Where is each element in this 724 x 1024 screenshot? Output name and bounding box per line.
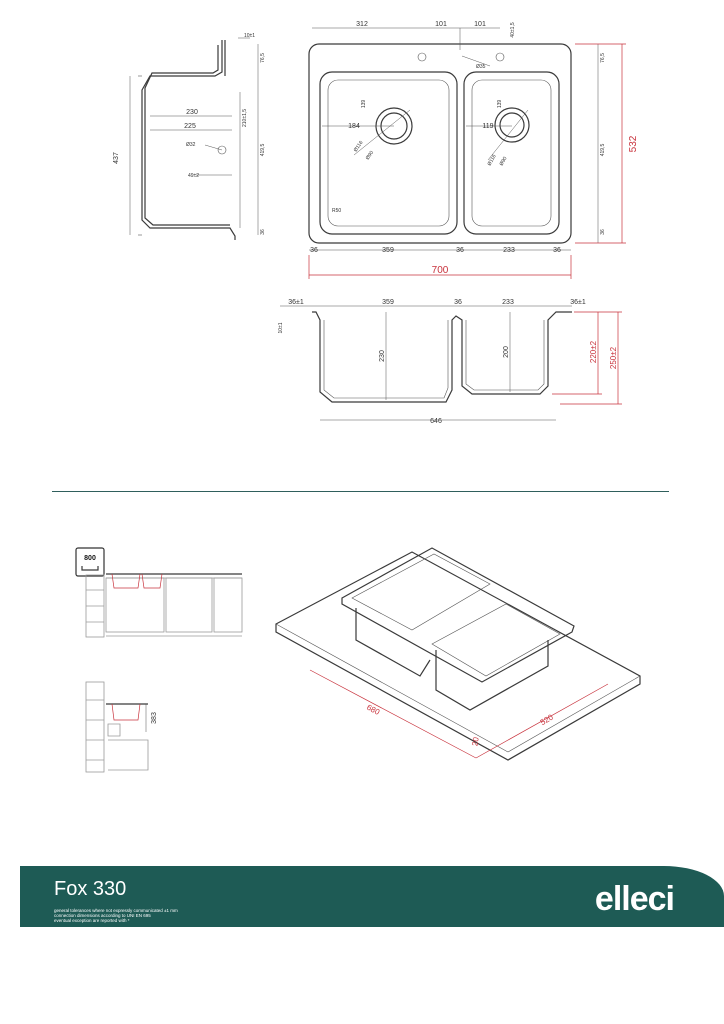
dim-bottom-36c: 36 <box>553 247 561 254</box>
dim-90-right: Ø90 <box>499 156 509 167</box>
dim-139-right: 139 <box>497 100 503 109</box>
section-view: 437 10±1 76,5 419,5 36 230 225 210±1,5 Ø… <box>113 33 266 240</box>
footer-bar: Fox 330 general tolerances where not exp… <box>20 866 724 927</box>
tolerance-note: general tolerances where not expressly c… <box>54 908 178 913</box>
front-section: 36±1 359 36 233 36±1 10±1 230 200 646 22… <box>278 299 622 425</box>
dim-220: 220±2 <box>589 340 598 363</box>
dim-36-1-left: 36±1 <box>288 299 304 306</box>
dim-36: 36 <box>260 229 266 235</box>
dim-bottom-36a: 36 <box>310 247 318 254</box>
cabinet-view: 800 <box>75 547 243 638</box>
sink-outline <box>308 43 572 244</box>
dim-233-front: 233 <box>502 299 514 306</box>
bowl-small <box>463 71 560 235</box>
dim-419-5-right: 419,5 <box>600 144 606 157</box>
iso-view: 680 520 20 <box>275 547 641 761</box>
side-height: 383 <box>151 712 158 724</box>
iso-cutout-dims <box>309 669 609 759</box>
product-title: Fox 330 <box>54 878 127 900</box>
dim-101-a: 101 <box>435 21 447 28</box>
overall-width: 700 <box>432 265 449 276</box>
cabinet-size-badge <box>75 547 105 577</box>
dim-225: 225 <box>184 123 196 130</box>
dim-32: Ø32 <box>186 142 196 148</box>
dim-116-right: Ø116 <box>487 154 498 167</box>
side-view: 383 <box>85 681 158 773</box>
dim-90-left: Ø90 <box>365 150 375 161</box>
dim-646: 646 <box>430 418 442 425</box>
section-divider <box>52 491 669 492</box>
countertop <box>275 551 641 761</box>
dim-bottom-36b: 36 <box>456 247 464 254</box>
dim-419-5: 419,5 <box>260 144 266 157</box>
cabinet-size-label: 800 <box>84 555 96 562</box>
dim-36-right: 36 <box>600 229 606 235</box>
front-profile <box>312 311 572 403</box>
bowl-large <box>319 71 458 235</box>
dim-230-front: 230 <box>379 350 386 362</box>
dim-bottom-359: 359 <box>382 247 394 254</box>
connection-note: connection dimensions according to UNI E… <box>54 913 151 918</box>
dim-10-front: 10±1 <box>278 322 284 333</box>
dim-76-5: 76,5 <box>260 53 266 63</box>
dim-101-b: 101 <box>474 21 486 28</box>
dim-359-front: 359 <box>382 299 394 306</box>
drain-small-outer <box>494 107 530 143</box>
dim-200-front: 200 <box>503 346 510 358</box>
dim-40: 40±1,5 <box>510 22 516 37</box>
dim-116-left: Ø116 <box>353 140 365 153</box>
dim-10: 10±1 <box>244 33 255 39</box>
dim-76-5-right: 76,5 <box>600 53 606 63</box>
overall-height: 532 <box>628 135 639 152</box>
dim-36-1-right: 36±1 <box>570 299 586 306</box>
dim-36-front: 36 <box>454 299 462 306</box>
dim-139-left: 139 <box>361 100 367 109</box>
dim-49: 49±2 <box>188 173 199 179</box>
dim-bottom-233: 233 <box>503 247 515 254</box>
iso-width: 520 <box>539 712 556 727</box>
brand-logo: elleci <box>594 880 675 918</box>
section-profile-inner <box>144 45 230 226</box>
tap-hole <box>417 52 427 62</box>
top-view: 312 101 101 40±1,5 Ø35 139 184 Ø116 Ø90 … <box>308 21 639 279</box>
dim-119: 119 <box>482 123 493 130</box>
dim-312: 312 <box>356 21 368 28</box>
dim-250: 250±2 <box>609 346 618 369</box>
dim-230: 230 <box>186 109 198 116</box>
iso-length: 680 <box>365 703 381 717</box>
iso-sink-rim <box>341 547 575 683</box>
iso-offset: 20 <box>470 736 481 747</box>
section-profile <box>141 40 236 240</box>
dim-184: 184 <box>348 123 360 130</box>
dim-437: 437 <box>113 152 120 164</box>
exception-note: eventual exception are reported with * <box>54 918 130 923</box>
dim-r50: R50 <box>332 208 341 214</box>
dim-35: Ø35 <box>476 64 486 70</box>
dim-210: 210±1,5 <box>242 109 248 127</box>
